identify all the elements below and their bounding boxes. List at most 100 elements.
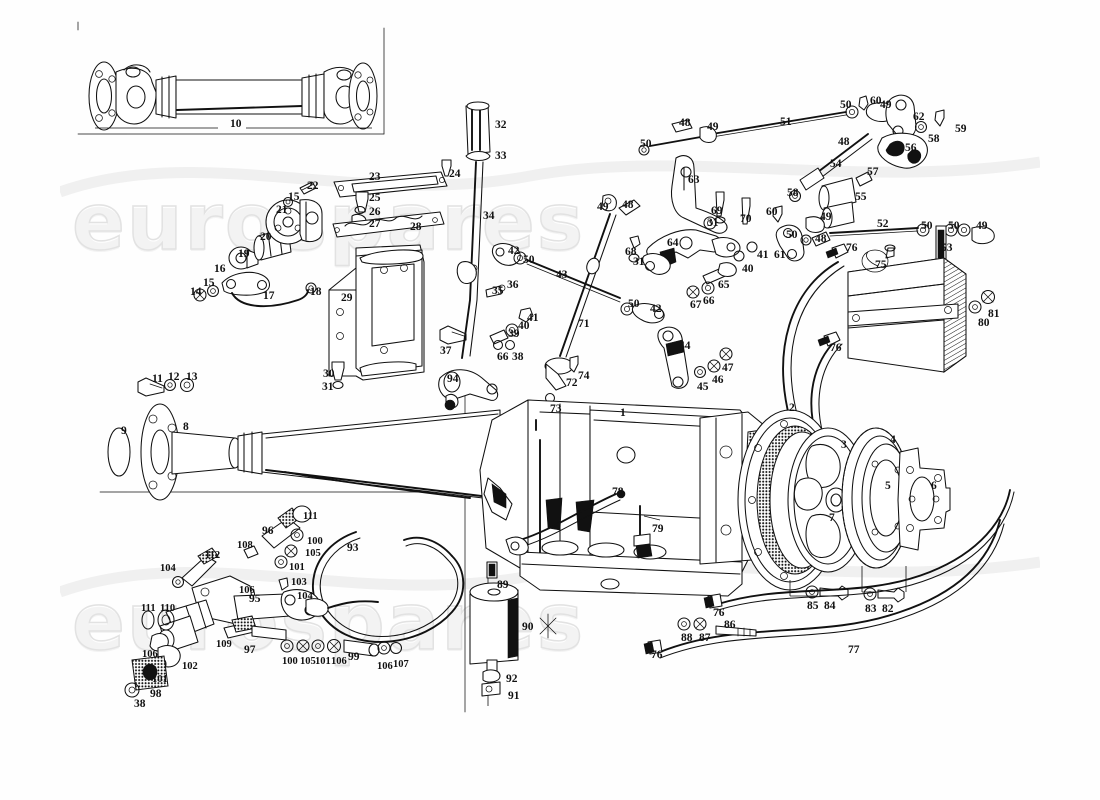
callout-101: 101 <box>289 562 305 573</box>
shift-lever-assembly <box>438 101 641 411</box>
callout-82: 82 <box>882 603 894 615</box>
callout-48: 48 <box>679 117 691 129</box>
callout-110: 110 <box>160 603 176 614</box>
callout-93: 93 <box>347 542 359 554</box>
callout-31: 31 <box>322 381 334 393</box>
transmission-case <box>469 399 777 706</box>
callout-86: 86 <box>724 619 736 631</box>
callout-15: 15 <box>288 191 300 203</box>
callout-99: 99 <box>348 651 360 663</box>
callout-62: 62 <box>913 111 925 123</box>
callout-21: 21 <box>276 204 288 216</box>
callout-79: 79 <box>652 523 664 535</box>
callout-34: 34 <box>483 210 495 222</box>
callout-42: 42 <box>508 245 520 257</box>
callout-49: 49 <box>976 220 988 232</box>
callout-66: 66 <box>497 351 509 363</box>
callout-50: 50 <box>628 298 640 310</box>
callout-51: 51 <box>780 116 792 128</box>
callout-92: 92 <box>506 673 518 685</box>
callout-104: 104 <box>297 591 313 602</box>
callout-55: 55 <box>855 191 867 203</box>
callout-56: 56 <box>905 142 917 154</box>
callout-29: 29 <box>341 292 353 304</box>
callout-100: 100 <box>307 536 323 547</box>
callout-50: 50 <box>523 254 535 266</box>
callout-84: 84 <box>824 600 836 612</box>
callout-65: 65 <box>718 279 730 291</box>
output-shaft-assembly <box>107 377 501 501</box>
callout-96: 96 <box>262 525 274 537</box>
callout-19: 19 <box>238 248 250 260</box>
callout-50: 50 <box>840 99 852 111</box>
callout-2: 2 <box>789 402 795 414</box>
callout-88: 88 <box>681 632 693 644</box>
callout-49: 49 <box>597 201 609 213</box>
callout-41: 41 <box>757 249 769 261</box>
callout-100: 100 <box>282 656 298 667</box>
callout-106: 106 <box>239 585 255 596</box>
watermark-swoosh-top <box>60 156 1040 198</box>
callout-31: 31 <box>633 256 645 268</box>
callout-94: 94 <box>447 373 459 385</box>
callout-10: 10 <box>230 118 242 130</box>
callout-38: 38 <box>134 698 146 710</box>
callout-3: 3 <box>841 439 847 451</box>
callout-14: 14 <box>190 286 202 298</box>
callout-69: 69 <box>711 205 723 217</box>
callout-44: 44 <box>679 340 691 352</box>
callout-59: 59 <box>955 123 967 135</box>
callout-111: 111 <box>141 603 156 614</box>
callout-90: 90 <box>522 621 534 633</box>
callout-81: 81 <box>988 308 1000 320</box>
callout-52: 52 <box>877 218 889 230</box>
callout-112: 112 <box>205 550 221 561</box>
callout-39: 39 <box>508 328 520 340</box>
callout-76: 76 <box>651 649 663 661</box>
callout-106: 106 <box>331 656 347 667</box>
callout-4: 4 <box>890 434 896 446</box>
callout-71: 71 <box>578 318 590 330</box>
callout-73: 73 <box>550 403 562 415</box>
callout-12: 12 <box>168 371 180 383</box>
callout-95: 95 <box>249 593 261 605</box>
callout-16: 16 <box>214 263 226 275</box>
callout-38: 38 <box>512 351 524 363</box>
callout-54: 54 <box>830 158 842 170</box>
callout-6: 6 <box>931 480 937 492</box>
callout-70: 70 <box>740 213 752 225</box>
callout-9: 9 <box>121 425 127 437</box>
callout-58: 58 <box>787 187 799 199</box>
callout-48: 48 <box>622 199 634 211</box>
callout-22: 22 <box>307 180 319 192</box>
callout-49: 49 <box>707 121 719 133</box>
callout-5: 5 <box>885 480 891 492</box>
callout-36: 36 <box>507 279 519 291</box>
callout-49: 49 <box>820 211 832 223</box>
callout-24: 24 <box>449 168 461 180</box>
callout-89: 89 <box>497 579 509 591</box>
callout-40: 40 <box>742 263 754 275</box>
callout-57: 57 <box>867 166 879 178</box>
callout-46: 46 <box>712 374 724 386</box>
callout-107: 107 <box>393 659 409 670</box>
callout-40: 40 <box>518 320 530 332</box>
callout-109: 109 <box>216 639 232 650</box>
callout-97: 97 <box>244 644 256 656</box>
callout-104: 104 <box>160 563 176 574</box>
callout-60: 60 <box>870 95 882 107</box>
callout-23: 23 <box>369 171 381 183</box>
callout-43: 43 <box>556 269 568 281</box>
callout-61: 61 <box>774 249 786 261</box>
callout-85: 85 <box>807 600 819 612</box>
callout-32: 32 <box>495 119 507 131</box>
callout-15: 15 <box>203 277 215 289</box>
callout-76: 76 <box>830 342 842 354</box>
callout-87: 87 <box>699 632 711 644</box>
callout-83: 83 <box>865 603 877 615</box>
oil-cooler-assembly <box>782 243 996 541</box>
callout-1: 1 <box>620 407 626 419</box>
callout-28: 28 <box>410 221 422 233</box>
callout-103: 103 <box>291 577 307 588</box>
